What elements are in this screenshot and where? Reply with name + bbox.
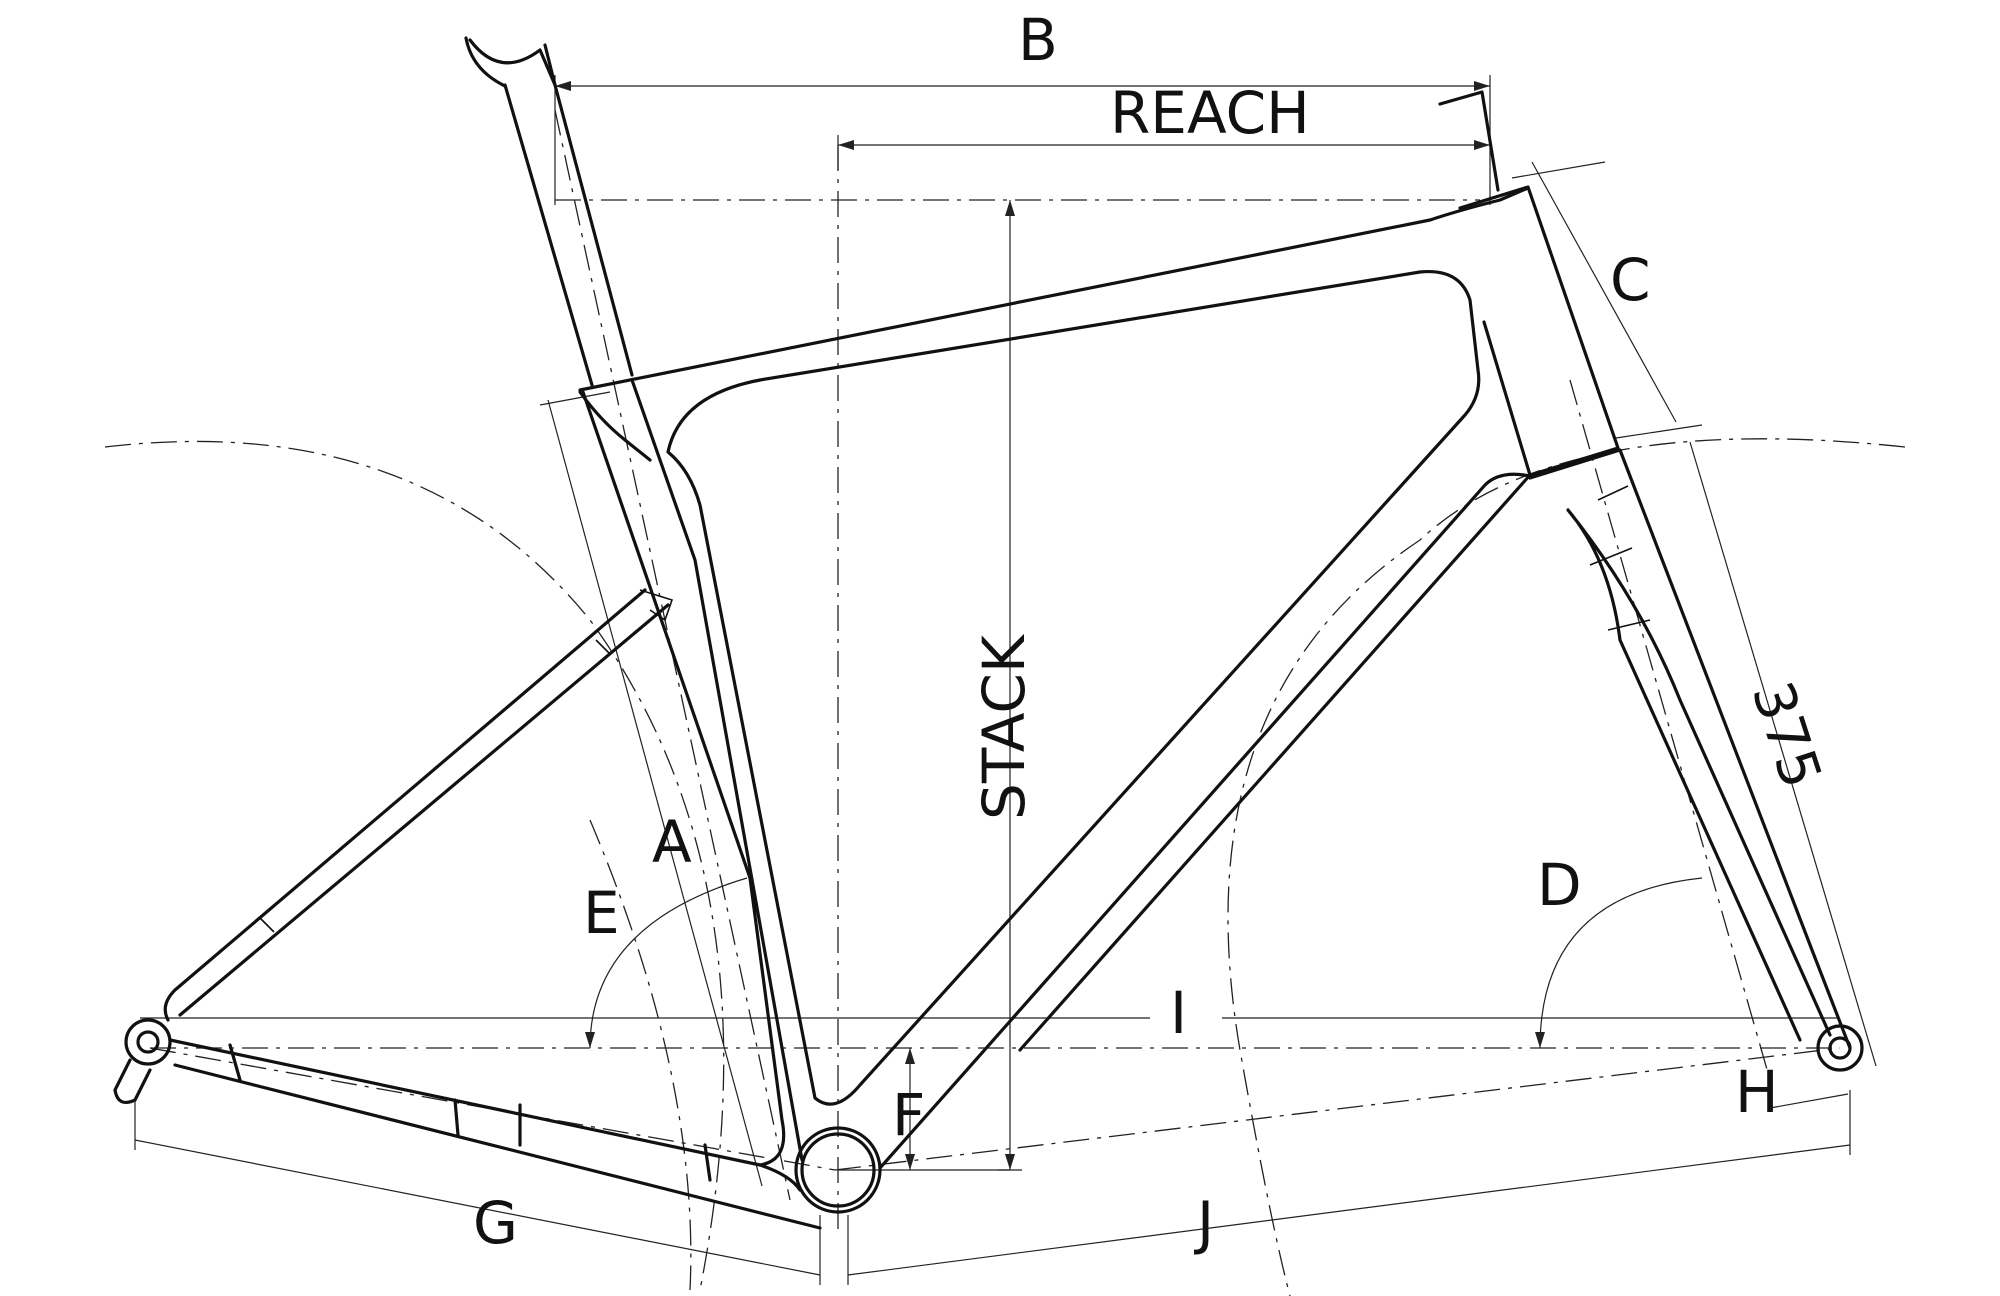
bottom-bracket-outer: [794, 1126, 882, 1214]
fork: [1528, 448, 1852, 1050]
label-b: B: [1018, 6, 1058, 74]
label-reach: REACH: [1110, 79, 1310, 147]
label-stack: STACK: [970, 633, 1038, 820]
label-a: A: [652, 808, 692, 876]
label-j: J: [1194, 1189, 1214, 1257]
rear-axle-inner: [136, 1030, 160, 1054]
label-e: E: [583, 879, 620, 947]
arrowheads: [555, 81, 1545, 1170]
seat-stay-details: [259, 589, 674, 933]
front-center-line: [834, 1047, 1841, 1171]
rear-wheel-arc: [104, 440, 725, 1291]
top-tube-lower: [666, 269, 1481, 1106]
seat-stay: [163, 588, 670, 1022]
rear-wheel-arc-inner: [589, 819, 692, 1291]
dimension-lines: [134, 75, 1877, 1285]
label-c: C: [1610, 246, 1651, 314]
label-d: D: [1537, 851, 1582, 919]
seatpost: [468, 38, 634, 387]
head-tube: [1458, 185, 1620, 477]
chain-stay: [168, 1038, 822, 1230]
rear-axle-outer: [124, 1018, 172, 1066]
wheel-outlines: [104, 438, 1906, 1296]
head-tube-top: [1438, 90, 1500, 192]
rear-derailleur-hanger: [113, 1058, 152, 1104]
bottom-bracket-inner: [800, 1132, 876, 1208]
front-axle-inner: [1828, 1036, 1852, 1060]
fork-axis: [1569, 379, 1771, 1081]
seatpost-head: [464, 36, 557, 88]
dimension-labels: B REACH C STACK 375 A E D I F H G J: [473, 6, 1834, 1257]
top-tube: [578, 186, 1530, 462]
label-h: H: [1735, 1058, 1779, 1126]
label-f: F: [892, 1081, 925, 1149]
label-i: I: [1170, 979, 1187, 1047]
bike-frame: [113, 36, 1864, 1230]
label-g: G: [473, 1189, 518, 1257]
fork-bands: [1589, 485, 1651, 631]
seat-tube: [581, 378, 804, 1167]
down-tube: [878, 472, 1532, 1170]
label-fork-length: 375: [1739, 674, 1834, 796]
front-wheel-arc: [1227, 438, 1906, 1296]
front-axle-outer: [1816, 1024, 1864, 1072]
